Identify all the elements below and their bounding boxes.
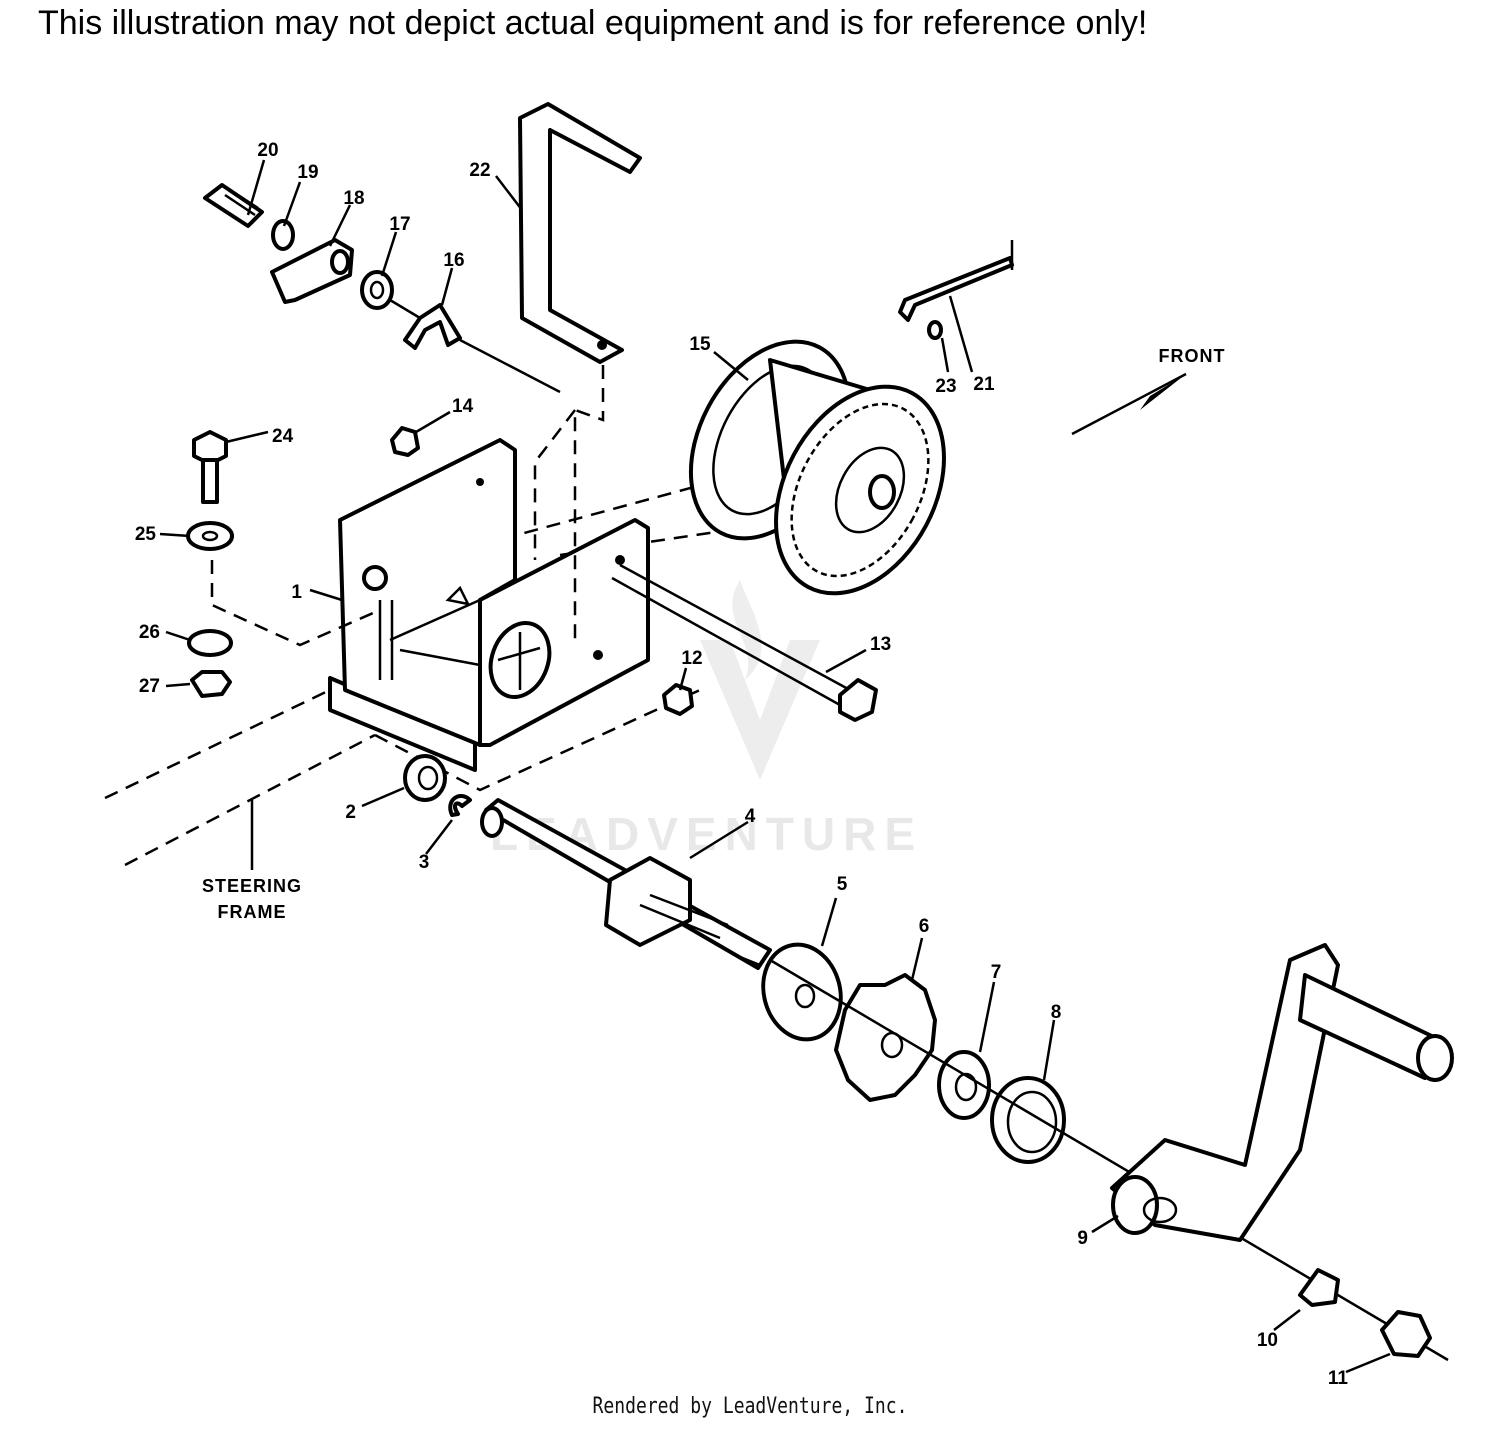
callout-4: 4 (745, 806, 756, 827)
callout-22: 22 (469, 160, 490, 181)
front-arrow (1071, 372, 1187, 436)
callout-27: 27 (139, 676, 160, 697)
bearing-8 (990, 1076, 1066, 1164)
nut-27 (190, 670, 232, 698)
cable-clamp-21 (898, 256, 1014, 322)
bushing-2 (403, 754, 447, 802)
callout-7: 7 (991, 962, 1002, 983)
callout-10: 10 (1257, 1330, 1278, 1351)
steering-frame-label-line2: FRAME (218, 902, 287, 922)
bolt-20 (203, 183, 264, 228)
nut-12 (662, 683, 694, 716)
callout-2: 2 (345, 802, 356, 823)
steering-frame-label-line1: STEERING (202, 876, 302, 896)
callout-13: 13 (870, 634, 891, 655)
callout-12: 12 (681, 648, 702, 669)
brake-handle (518, 102, 642, 640)
nut-14 (390, 426, 420, 457)
front-label: FRONT (1159, 346, 1226, 366)
bolt-24 (192, 430, 228, 504)
callout-16: 16 (443, 250, 464, 271)
washer-26 (187, 629, 233, 657)
callout-25: 25 (135, 524, 157, 545)
clip-3 (448, 794, 472, 817)
callout-14: 14 (452, 396, 474, 417)
callout-26: 26 (139, 622, 160, 643)
bolt-13 (611, 563, 878, 722)
pinion-shaft (480, 798, 772, 970)
crank-handle-9 (1110, 943, 1454, 1242)
washer-19 (271, 219, 295, 251)
callout-3: 3 (419, 852, 430, 873)
clip-23 (927, 320, 943, 340)
lock-washer-10 (1298, 1268, 1340, 1307)
leader-lines (159, 159, 1391, 1374)
callout-21: 21 (973, 374, 995, 395)
nut-11 (1380, 1310, 1432, 1358)
sprocket-6 (834, 973, 937, 1102)
spring-16 (403, 303, 462, 350)
callout-24: 24 (272, 426, 294, 447)
callout-11: 11 (1328, 1368, 1349, 1389)
callout-23: 23 (935, 376, 956, 397)
callout-18: 18 (343, 188, 364, 209)
callout-19: 19 (297, 162, 318, 183)
disclaimer-text: This illustration may not depict actual … (38, 4, 1148, 42)
callout-1: 1 (291, 582, 302, 603)
callout-20: 20 (257, 140, 278, 161)
callout-15: 15 (689, 334, 711, 355)
winch-bracket (328, 438, 650, 772)
cable-drum (688, 339, 946, 596)
callout-17: 17 (389, 214, 410, 235)
render-credit: Rendered by LeadVenture, Inc. (592, 1394, 908, 1419)
callout-6: 6 (919, 916, 930, 937)
bushing-17 (360, 270, 394, 310)
callout-9: 9 (1077, 1228, 1088, 1249)
callout-8: 8 (1051, 1002, 1062, 1023)
callout-5: 5 (837, 874, 848, 895)
washer-25 (186, 521, 234, 551)
